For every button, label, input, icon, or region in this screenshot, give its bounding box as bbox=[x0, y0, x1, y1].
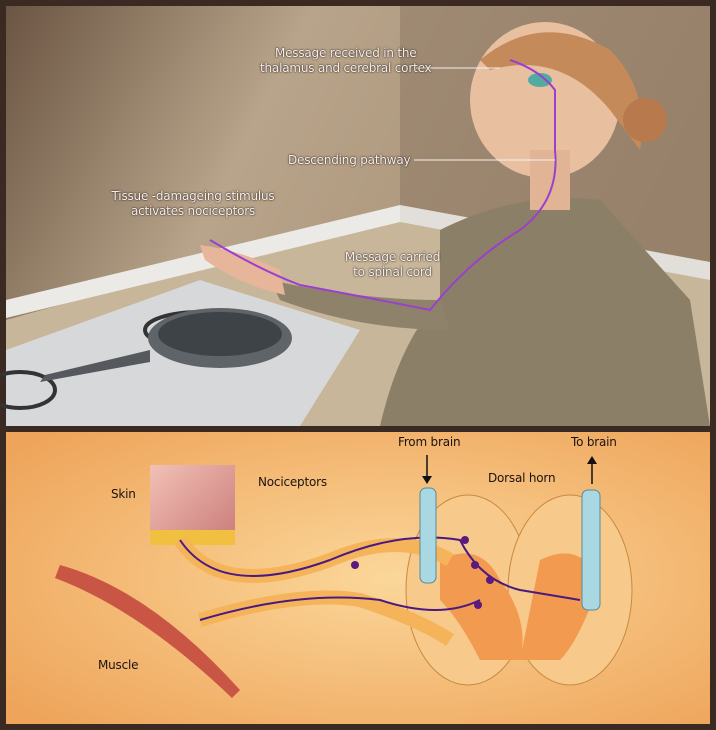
descending-tract-tube bbox=[419, 487, 437, 584]
label-thalamus: Message received in the thalamus and cer… bbox=[260, 46, 432, 76]
label-from-brain: From brain bbox=[398, 435, 461, 449]
label-stimulus-line1: Tissue -damageing stimulus bbox=[111, 189, 275, 203]
label-descending-pathway: Descending pathway bbox=[288, 153, 411, 167]
label-stimulus: Tissue -damageing stimulus activates noc… bbox=[108, 189, 278, 219]
spinal-cord-diagram bbox=[6, 432, 710, 724]
label-nociceptors: Nociceptors bbox=[258, 475, 327, 489]
label-message-line2: to spinal cord bbox=[353, 265, 432, 279]
synapse-dots bbox=[351, 536, 494, 609]
label-to-brain: To brain bbox=[571, 435, 617, 449]
label-skin: Skin bbox=[111, 487, 136, 501]
kitchen-scene bbox=[0, 6, 710, 426]
label-thalamus-line1: Message received in the bbox=[274, 46, 417, 60]
label-message-carried: Message carried to spinal cord bbox=[340, 250, 445, 280]
label-stimulus-line2: activates nociceptors bbox=[130, 204, 256, 218]
woman-torso bbox=[380, 198, 710, 426]
afferent-nerve bbox=[179, 536, 581, 601]
ascending-tract-tube bbox=[581, 489, 601, 611]
woman-hand bbox=[200, 245, 285, 295]
woman-arm bbox=[270, 280, 450, 330]
arrow-down-icon bbox=[422, 476, 432, 484]
muscle bbox=[55, 565, 240, 698]
efferent-nerve bbox=[199, 596, 481, 621]
arrow-up-icon bbox=[587, 456, 597, 464]
label-message-line1: Message carried bbox=[344, 250, 441, 264]
hair bbox=[480, 32, 642, 150]
nerve-pathway bbox=[209, 59, 557, 312]
thalamus bbox=[528, 73, 552, 87]
label-dorsal-horn: Dorsal horn bbox=[488, 471, 556, 485]
label-muscle: Muscle bbox=[98, 658, 139, 672]
label-thalamus-line2: thalamus and cerebral cortex bbox=[260, 61, 432, 75]
baseboard bbox=[6, 205, 400, 318]
